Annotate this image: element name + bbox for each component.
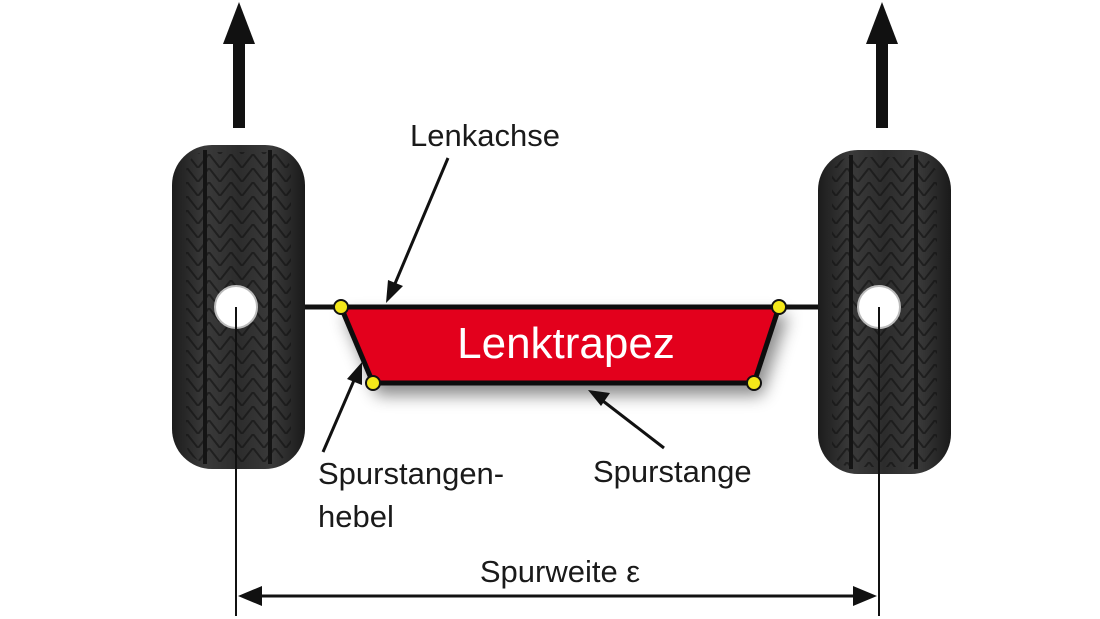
tie-rod-lever-label-line2: hebel [318,499,394,534]
tie-rod-lever-label-line1: Spurstangen- [318,456,504,491]
tie-rod-label: Spurstange [593,454,752,489]
track-width-arrow [238,586,877,606]
tie-rod-lever-pointer [321,362,362,453]
tire-icon [818,150,951,474]
tire-icon [172,145,305,469]
joint-icon [333,299,349,315]
tie-rod-pointer [588,390,665,450]
joint-icon [365,375,381,391]
track-width-label: Spurweite ε [480,554,640,589]
joint-icon [746,375,762,391]
trapezoid-label: Lenktrapez [457,319,675,368]
steering-axis-pointer [386,157,450,303]
steering-axis-label: Lenkachse [410,118,560,153]
direction-arrow-icon [223,2,255,128]
direction-arrow-icon [866,2,898,128]
joint-icon [771,299,787,315]
